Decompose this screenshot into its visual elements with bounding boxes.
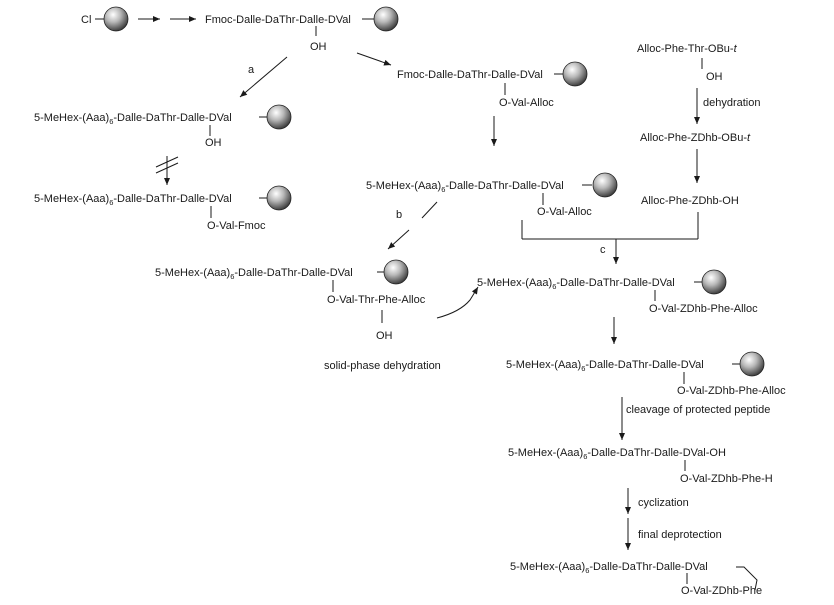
val-thr-phe-alloc-label: O-Val-Thr-Phe-Alloc: [327, 294, 426, 306]
macrocycle-bond: [736, 566, 758, 591]
cyclization-label: cyclization: [638, 497, 689, 509]
cleavage-label: cleavage of protected peptide: [626, 404, 770, 416]
val-fmoc-label: O-Val-Fmoc: [207, 220, 266, 232]
alloc-phe-thr-label: Alloc-Phe-Thr-OBu-t: [637, 43, 738, 55]
blocked-arrow-mark: [155, 162, 179, 174]
failed-product-label: 5-MeHex-(Aaa)6-Dalle-DaThr-Dalle-DVal: [34, 193, 232, 207]
reaction-arrow: [239, 56, 288, 98]
final-product-label: 5-MeHex-(Aaa)6-Dalle-DaThr-Dalle-DVal: [510, 561, 708, 575]
resin-bead-icon: [266, 104, 292, 130]
step-label-c: c: [600, 244, 606, 256]
solid-phase-dehydration-label: solid-phase dehydration: [324, 360, 441, 372]
val-alloc-peptide-label: 5-MeHex-(Aaa)6-Dalle-DaThr-Dalle-DVal: [366, 180, 564, 194]
resin-bead-icon: [373, 6, 399, 32]
resin-bead-icon: [103, 6, 129, 32]
hydroxyl-label: OH: [205, 137, 222, 149]
resin-bead-icon: [562, 61, 588, 87]
resin-bead-icon: [383, 259, 409, 285]
val-alloc-label: O-Val-Alloc: [537, 206, 592, 218]
hydroxyl-label: OH: [376, 330, 393, 342]
fmoc-peptide-label: Fmoc-Dalle-DaThr-Dalle-DVal: [205, 14, 351, 26]
chlorine-label: Cl: [81, 14, 91, 26]
val-zdhb-phe-alloc-label: O-Val-ZDhb-Phe-Alloc: [649, 303, 758, 315]
resin-bead-icon: [266, 185, 292, 211]
resin-bead-icon: [592, 172, 618, 198]
reaction-arrow: [421, 201, 438, 219]
zdhb-peptide-label: 5-MeHex-(Aaa)6-Dalle-DaThr-Dalle-DVal: [477, 277, 675, 291]
hydroxyl-label: OH: [310, 41, 327, 53]
val-zdhb-phe-label: O-Val-ZDhb-Phe: [681, 585, 762, 597]
reaction-arrow: [387, 229, 410, 250]
lipopeptide-resin-label: 5-MeHex-(Aaa)6-Dalle-DaThr-Dalle-DVal: [34, 112, 232, 126]
final-deprotection-label: final deprotection: [638, 529, 722, 541]
val-zdhb-phe-alloc-label: O-Val-ZDhb-Phe-Alloc: [677, 385, 786, 397]
reaction-arrow: [356, 52, 392, 66]
cleaved-peptide-label: 5-MeHex-(Aaa)6-Dalle-DaThr-Dalle-DVal-OH: [508, 447, 726, 461]
alloc-phe-zdhb-oh-label: Alloc-Phe-ZDhb-OH: [641, 195, 739, 207]
dehydration-label: dehydration: [703, 97, 761, 109]
curved-arrow: [436, 286, 479, 319]
hydroxyl-label: OH: [706, 71, 723, 83]
step-label-a: a: [248, 64, 255, 76]
fmoc-ester-label: Fmoc-Dalle-DaThr-Dalle-DVal: [397, 69, 543, 81]
val-zdhb-phe-h-label: O-Val-ZDhb-Phe-H: [680, 473, 773, 485]
resin-bead-icon: [701, 269, 727, 295]
zdhb-peptide-label: 5-MeHex-(Aaa)6-Dalle-DaThr-Dalle-DVal: [506, 359, 704, 373]
val-alloc-label: O-Val-Alloc: [499, 97, 554, 109]
resin-bead-icon: [739, 351, 765, 377]
step-label-b: b: [396, 209, 402, 221]
blocked-arrow-mark: [155, 156, 179, 168]
thr-peptide-label: 5-MeHex-(Aaa)6-Dalle-DaThr-Dalle-DVal: [155, 267, 353, 281]
alloc-phe-zdhb-obu-label: Alloc-Phe-ZDhb-OBu-t: [640, 132, 751, 144]
